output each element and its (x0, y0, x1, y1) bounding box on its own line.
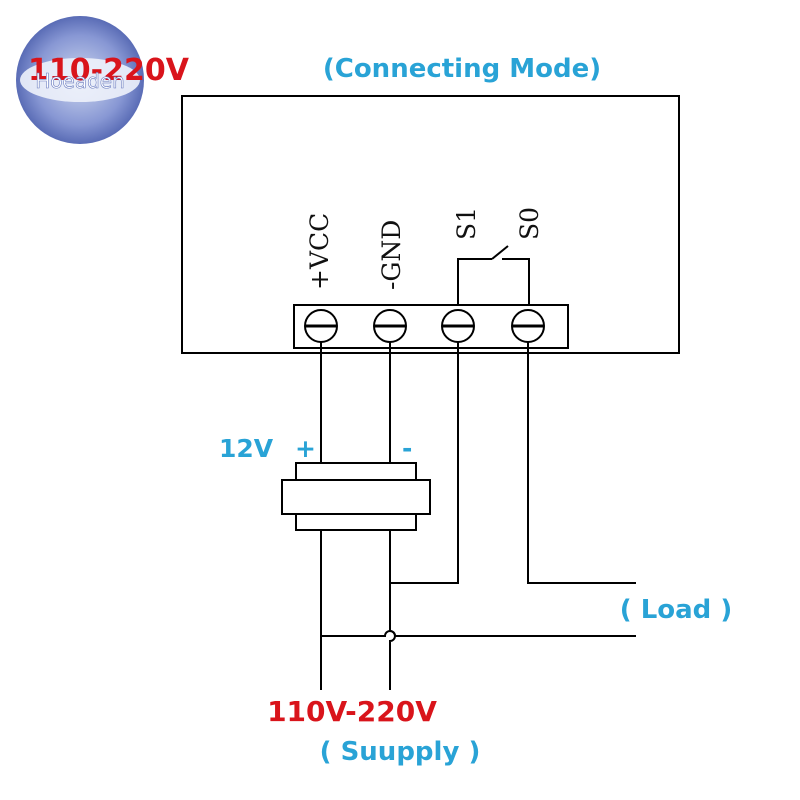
screw-s1 (441, 309, 475, 343)
load-label: ( Load ) (620, 595, 732, 625)
supply-minus-label: - (402, 434, 412, 463)
watermark-brand: Hoeaden (35, 69, 125, 93)
power-supply-module (281, 462, 431, 531)
supply-voltage-label: 110V-220V (267, 695, 437, 728)
wire-mains-right (389, 530, 396, 690)
screw-s0 (511, 309, 545, 343)
wire-s0-load (527, 342, 636, 584)
supply-label: ( Suupply ) (320, 737, 481, 767)
supply-plus-label: + (295, 434, 316, 463)
diagram-title: (Connecting Mode) (323, 54, 601, 84)
screw-vcc (304, 309, 338, 343)
wire-load-return (321, 630, 636, 637)
switch-contact (457, 245, 530, 305)
watermark-badge: 110-220V Hoeaden (16, 16, 190, 144)
supply-12v-label: 12V (219, 434, 274, 463)
screw-gnd (373, 309, 407, 343)
terminal-label-s0: S0 (515, 207, 544, 240)
terminal-label-vcc: +VCC (305, 213, 334, 290)
watermark-voltage: 110-220V (28, 53, 190, 88)
wire-s1 (390, 342, 459, 584)
terminal-label-gnd: -GND (377, 220, 406, 290)
terminal-label-s1: S1 (452, 207, 481, 240)
